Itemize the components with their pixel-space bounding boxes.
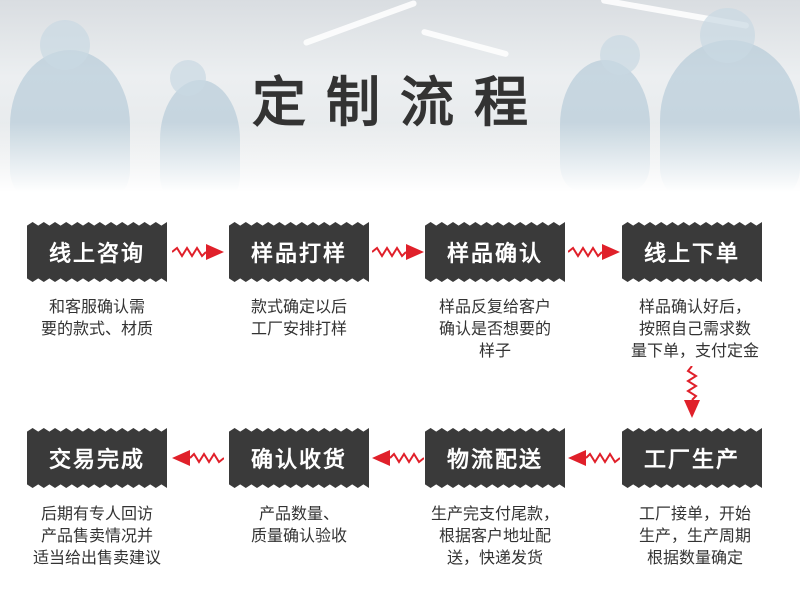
step-box-online-consult: 线上咨询 bbox=[27, 222, 167, 282]
step-desc-deal-complete: 后期有专人回访产品售卖情况并适当给出售卖建议 bbox=[32, 504, 161, 567]
step-box-deal-complete: 交易完成 bbox=[27, 428, 167, 488]
arrow-left-icon bbox=[372, 450, 424, 466]
arrow-right-icon bbox=[172, 244, 224, 260]
arrow-left-icon bbox=[568, 450, 620, 466]
step-box-confirm-receipt: 确认收货 bbox=[229, 428, 369, 488]
step-desc-online-consult: 和客服确认需要的款式、材质 bbox=[40, 297, 153, 338]
page-title: 定制流程 bbox=[252, 71, 548, 134]
step-desc-logistics: 生产完支付尾款，根据客户地址配送，快递发货 bbox=[430, 504, 559, 567]
arrow-down-icon bbox=[684, 366, 700, 418]
step-desc-confirm-receipt: 产品数量、质量确认验收 bbox=[250, 504, 347, 545]
step-box-factory-production: 工厂生产 bbox=[622, 428, 762, 488]
step-desc-factory-production: 工厂接单，开始生产，生产周期根据数量确定 bbox=[638, 504, 751, 567]
arrow-right-icon bbox=[372, 244, 424, 260]
step-box-online-order: 线上下单 bbox=[622, 222, 762, 282]
factory-banner-image bbox=[0, 0, 800, 192]
arrow-left-icon bbox=[172, 450, 224, 466]
step-box-sample-confirm: 样品确认 bbox=[425, 222, 565, 282]
arrow-right-icon bbox=[568, 244, 620, 260]
step-box-sample-making: 样品打样 bbox=[229, 222, 369, 282]
step-desc-online-order: 样品确认好后，按照自己需求数量下单，支付定金 bbox=[630, 297, 759, 360]
step-desc-sample-confirm: 样品反复给客户确认是否想要的样子 bbox=[438, 297, 551, 360]
step-box-logistics: 物流配送 bbox=[425, 428, 565, 488]
step-desc-sample-making: 款式确定以后工厂安排打样 bbox=[250, 297, 347, 338]
